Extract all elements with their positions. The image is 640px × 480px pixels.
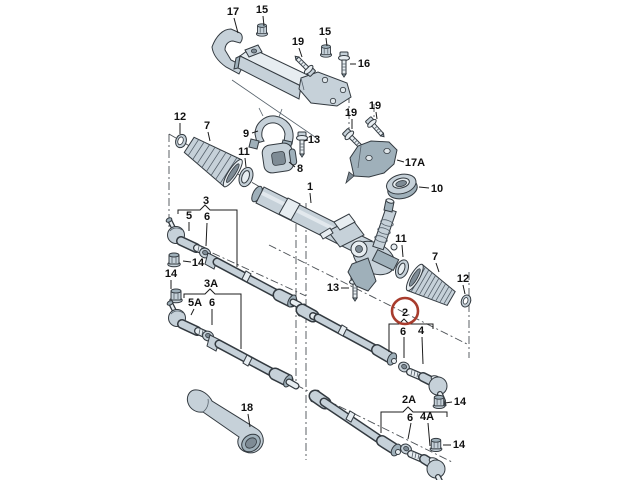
part-13-bolt-1 xyxy=(296,131,308,158)
highlight-circle-part-2 xyxy=(390,296,420,326)
part-label-13-2[interactable]: 13 xyxy=(327,282,339,294)
part-17A-bracket xyxy=(345,140,398,185)
part-label-15-1[interactable]: 15 xyxy=(256,4,268,16)
leader-lines xyxy=(170,15,466,447)
part-label-19-1[interactable]: 19 xyxy=(292,36,304,48)
part-label-6-2[interactable]: 6 xyxy=(209,297,215,309)
part-10-grommet xyxy=(386,173,418,200)
part-label-14-1[interactable]: 14 xyxy=(192,257,205,269)
part-label-4[interactable]: 4 xyxy=(418,325,425,337)
part-label-6-1[interactable]: 6 xyxy=(204,211,210,223)
part-label-9[interactable]: 9 xyxy=(243,128,249,140)
part-15-nut-2 xyxy=(319,44,333,58)
part-label-12-2[interactable]: 12 xyxy=(457,273,469,285)
part-label-7-1[interactable]: 7 xyxy=(204,120,210,132)
part-label-19-2[interactable]: 19 xyxy=(345,107,357,119)
part-label-19-3[interactable]: 19 xyxy=(369,100,381,112)
part-label-3[interactable]: 3 xyxy=(203,195,209,207)
part-label-3A[interactable]: 3A xyxy=(204,278,218,290)
part-label-17[interactable]: 17 xyxy=(227,6,239,18)
part-label-2[interactable]: 2 xyxy=(402,307,408,319)
part-12-ring-right xyxy=(460,294,472,308)
part-label-7-2[interactable]: 7 xyxy=(432,251,438,263)
part-8-bushing xyxy=(261,142,298,174)
part-1-steering-rack xyxy=(251,185,400,292)
part-label-5A[interactable]: 5A xyxy=(188,297,202,309)
part-label-8[interactable]: 8 xyxy=(297,163,303,175)
bracket-edge-line xyxy=(231,79,319,140)
part-14-nut-1 xyxy=(167,252,181,268)
part-label-2A[interactable]: 2A xyxy=(402,394,416,406)
part-2-inner-tie-rod xyxy=(295,303,398,366)
part-label-14-2[interactable]: 14 xyxy=(165,268,178,280)
part-11-ring-right xyxy=(394,259,410,279)
part-label-4A[interactable]: 4A xyxy=(420,411,434,423)
part-19-bolt-3 xyxy=(363,115,389,141)
part-15-nut-1 xyxy=(255,23,269,37)
part-label-14-3[interactable]: 14 xyxy=(454,396,467,408)
part-label-10[interactable]: 10 xyxy=(431,183,443,195)
part-label-5[interactable]: 5 xyxy=(186,210,192,222)
part-label-18[interactable]: 18 xyxy=(241,402,253,414)
part-label-11-1[interactable]: 11 xyxy=(238,146,250,158)
part-label-6-3[interactable]: 6 xyxy=(400,326,406,338)
part-5-tie-rod-end xyxy=(165,217,210,256)
part-12-ring-left xyxy=(175,133,187,149)
part-4A-tie-rod-end xyxy=(407,450,446,480)
part-14-nut-4 xyxy=(429,437,443,452)
part-label-6-4[interactable]: 6 xyxy=(407,412,413,424)
part-label-14-4[interactable]: 14 xyxy=(453,439,466,451)
part-label-12-1[interactable]: 12 xyxy=(174,111,186,123)
part-label-15-2[interactable]: 15 xyxy=(319,26,331,38)
part-18-guard-tube xyxy=(186,389,264,454)
part-label-13-1[interactable]: 13 xyxy=(308,134,320,146)
part-2A-inner-tie-rod xyxy=(308,389,402,457)
part-label-16[interactable]: 16 xyxy=(358,58,370,70)
part-label-17A[interactable]: 17A xyxy=(405,157,425,169)
assembly-brackets xyxy=(177,204,448,433)
subframe-bracket xyxy=(233,44,352,107)
part-label-1[interactable]: 1 xyxy=(307,181,313,193)
part-3-inner-tie-rod xyxy=(204,252,303,309)
part-3A-inner-tie-rod xyxy=(206,334,300,390)
part-11-ring-left xyxy=(238,166,254,188)
part-9-clamp xyxy=(248,107,294,151)
part-7-boot-left xyxy=(183,136,243,188)
part-14-nut-3 xyxy=(432,394,446,409)
part-16-bolt xyxy=(338,51,350,78)
part-7-boot-right xyxy=(405,263,456,307)
part-label-11-2[interactable]: 11 xyxy=(395,233,407,245)
